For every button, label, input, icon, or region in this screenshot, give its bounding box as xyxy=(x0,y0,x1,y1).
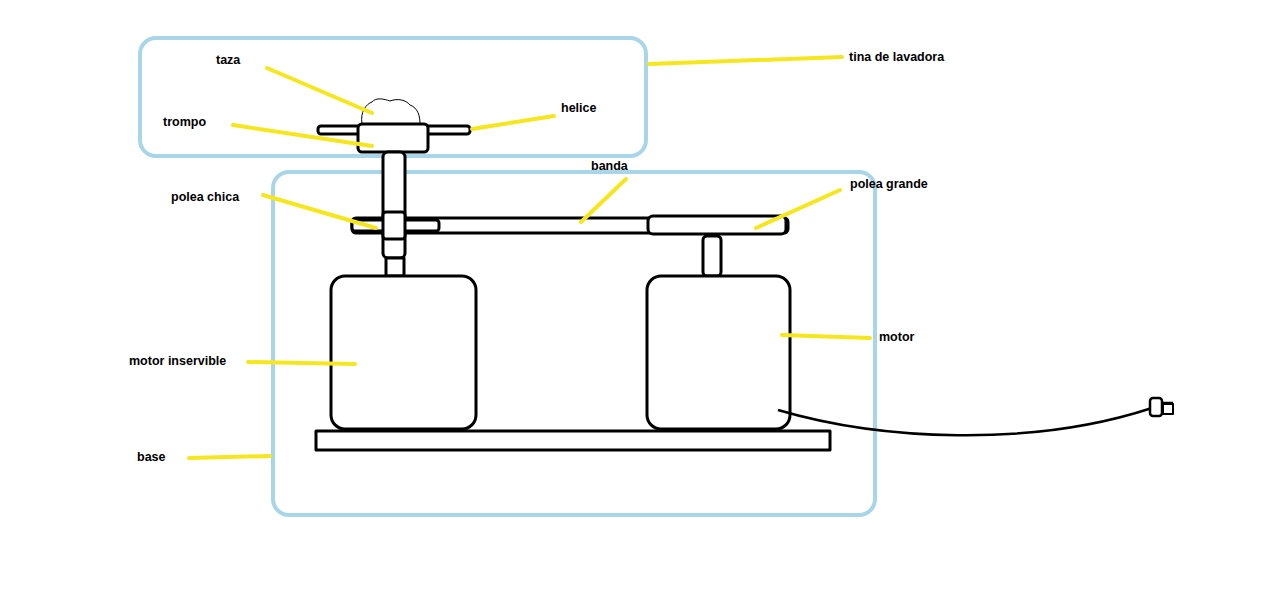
leader-line xyxy=(248,362,355,364)
part-label-holder: polea chica xyxy=(171,189,239,205)
motor-shaft xyxy=(703,236,721,276)
shaft-coupling xyxy=(386,258,404,276)
part-label-holder: base xyxy=(137,449,166,465)
part-label: banda xyxy=(591,158,628,174)
plug-body xyxy=(1150,398,1162,416)
motor-body xyxy=(647,276,790,429)
part-label: polea grande xyxy=(850,176,928,192)
part-label: trompo xyxy=(163,114,206,130)
plug-head xyxy=(1163,404,1173,414)
leader-line xyxy=(649,57,842,64)
part-label-holder: banda xyxy=(591,158,628,174)
part-label-holder: trompo xyxy=(163,114,206,130)
part-label-holder: motor inservible xyxy=(129,353,226,369)
part-label: helice xyxy=(561,100,596,116)
leader-line xyxy=(756,190,840,228)
base-plate xyxy=(316,431,830,450)
leader-line xyxy=(782,335,870,338)
part-label-holder: taza xyxy=(216,52,240,68)
part-label: polea chica xyxy=(171,189,239,205)
leader-line xyxy=(267,68,372,113)
drive-shaft xyxy=(383,152,405,258)
part-label-holder: tina de lavadora xyxy=(849,49,944,65)
part-label-holder: polea grande xyxy=(850,176,928,192)
part-label: tina de lavadora xyxy=(849,49,944,65)
leader-line xyxy=(472,116,554,129)
part-label: taza xyxy=(216,52,240,68)
part-label-holder: helice xyxy=(561,100,596,116)
part-label: motor xyxy=(879,329,914,345)
unused-motor xyxy=(331,276,476,429)
shaft-through-pulley xyxy=(383,212,405,239)
leader-line xyxy=(581,179,626,222)
agitator-top xyxy=(358,124,428,152)
part-label: motor inservible xyxy=(129,353,226,369)
tub-outline xyxy=(140,38,646,156)
leader-line xyxy=(263,195,376,228)
leader-line xyxy=(233,125,372,146)
leader-line xyxy=(189,456,270,458)
part-label-holder: motor xyxy=(879,329,914,345)
power-cord xyxy=(778,408,1152,435)
part-label: base xyxy=(137,449,166,465)
